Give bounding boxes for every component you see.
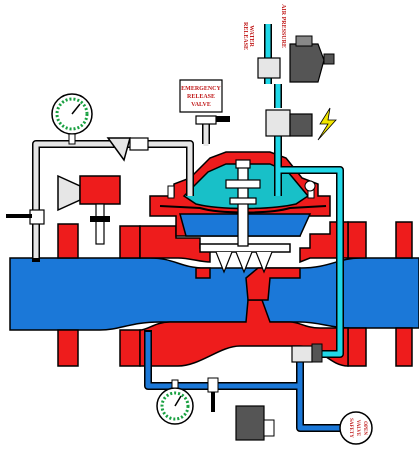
vent-port: [304, 180, 316, 192]
bottom-actuator: [235, 405, 275, 441]
valve-body: [139, 151, 349, 367]
solenoid-icon: [265, 107, 337, 141]
strainer-icon: [106, 137, 149, 162]
valve-tag-3: OPEN: [362, 421, 367, 435]
valve-tag-1: SAFETY: [348, 418, 353, 438]
lightning-icon: [317, 107, 337, 141]
safety-valve-tag: SAFETY VALVE OPEN: [339, 411, 373, 445]
water-release-label-1: WATER: [248, 25, 254, 47]
left-flange: [57, 223, 79, 367]
pilot-valve-icon[interactable]: WATER RELEASE AIR PRESSURE: [242, 4, 335, 83]
valve-tag-2: VALVE: [355, 420, 360, 437]
pilot-tubing: [32, 24, 346, 432]
pipe-flow: [9, 257, 419, 331]
needle-valve[interactable]: [291, 343, 323, 363]
left-actuator: [57, 174, 121, 245]
valve-stem: [237, 165, 249, 247]
water-release-label-2: RELEASE: [242, 22, 248, 50]
main-pipe: [9, 221, 419, 367]
emergency-label-1: EMERGENCY: [181, 86, 221, 92]
emergency-release-valve: EMERGENCY RELEASE VALVE: [179, 79, 230, 125]
emergency-label-3: VALVE: [191, 102, 211, 108]
pressure-gauge-bottom-icon: [156, 377, 219, 425]
pressure-gauge-icon: [51, 93, 93, 145]
valve-plug: [199, 243, 291, 253]
handle-icon[interactable]: [216, 116, 230, 122]
air-pressure-label: AIR PRESSURE: [280, 4, 286, 48]
left-ball-valve[interactable]: [6, 209, 45, 225]
handle-icon[interactable]: [211, 392, 215, 412]
handle-icon[interactable]: [6, 214, 32, 218]
emergency-label-2: RELEASE: [187, 94, 215, 100]
right-flange-outer: [395, 221, 413, 367]
